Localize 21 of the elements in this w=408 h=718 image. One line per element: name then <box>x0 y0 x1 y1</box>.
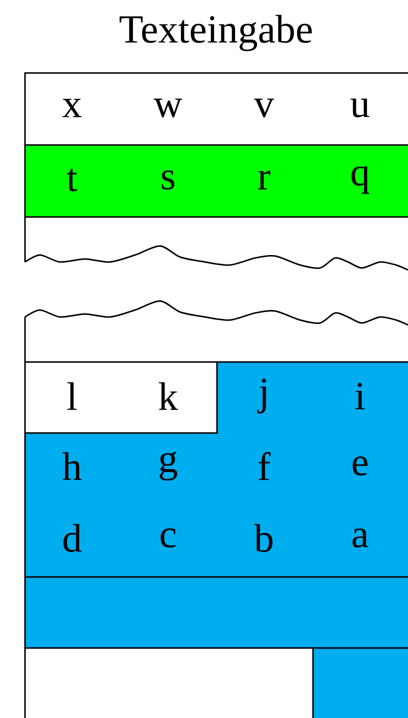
letter-label: w <box>154 98 182 118</box>
title: Texteingabe <box>120 14 312 52</box>
letter-label: h <box>62 452 82 480</box>
letter-label: g <box>160 451 178 481</box>
letter-label: f <box>258 452 271 480</box>
letter-label: t <box>66 168 78 192</box>
letter-label: v <box>254 98 274 118</box>
letter-label: a <box>352 528 368 548</box>
letter-label: u <box>350 98 370 118</box>
letter-label: d <box>63 524 82 552</box>
letter-label: e <box>352 456 368 476</box>
letter-label: k <box>158 382 178 410</box>
letter-label: x <box>62 98 82 118</box>
letter-label: r <box>258 170 270 190</box>
letter-label: b <box>254 524 272 552</box>
letter-label: i <box>355 382 365 410</box>
letter-label: j <box>257 378 266 414</box>
letter-label: c <box>160 528 176 548</box>
letter-label: l <box>67 382 77 410</box>
letter-label: q <box>351 166 370 194</box>
letter-label: s <box>162 170 174 190</box>
